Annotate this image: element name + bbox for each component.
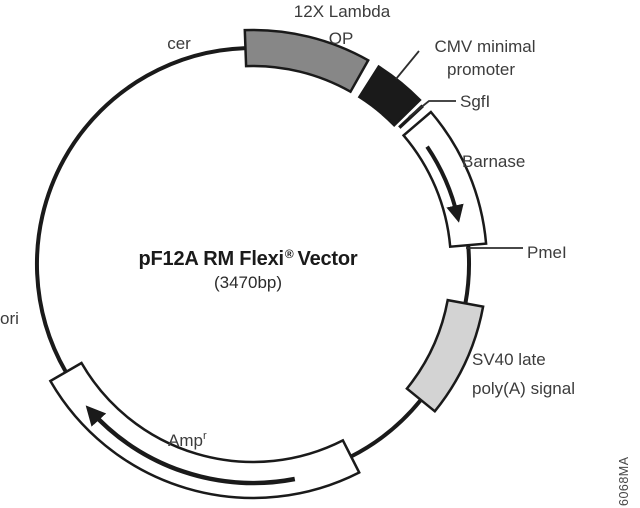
label-amp-r: Ampr — [168, 430, 207, 450]
segment-sv40-late-polya — [405, 298, 485, 414]
label-sgfi: SgfI — [460, 92, 490, 111]
vector-size: (3470bp) — [214, 273, 282, 292]
vector-title-rest: Vector — [298, 248, 358, 270]
barnase-direction-arrow — [425, 145, 464, 223]
label-amp-base: Amp — [168, 431, 203, 450]
amp-direction-arrow — [85, 405, 296, 486]
label-ori: ori — [0, 309, 19, 328]
label-sv40-line1: SV40 late — [472, 350, 546, 369]
segment-cmv-minimal-promoter — [357, 64, 422, 127]
label-12x-lambda-line1: 12X Lambda — [294, 2, 391, 21]
label-pmei: PmeI — [527, 243, 567, 262]
sgfi-leader-line — [408, 100, 456, 118]
segment-12x-lambda-op — [243, 28, 370, 94]
vector-title-main: pF12A RM Flexi — [139, 248, 284, 270]
figure-code: 6068MA — [617, 456, 631, 506]
vector-title: pF12A RM Flexi® Vector — [139, 247, 358, 270]
registered-trademark-symbol: ® — [285, 247, 294, 261]
backbone-arc-pmei-region — [463, 245, 471, 304]
label-cer: cer — [167, 34, 191, 53]
label-barnase: Barnase — [462, 152, 525, 171]
label-cmv-line1: CMV minimal — [434, 37, 535, 56]
label-amp-superscript: r — [203, 430, 207, 442]
backbone-arc-left-side — [35, 46, 246, 373]
cmv-leader-line — [395, 50, 420, 80]
label-12x-lambda-line2: OP — [329, 29, 354, 48]
segment-amp-r — [48, 361, 361, 500]
backbone-arc-sv40-to-amp — [350, 398, 423, 459]
label-sv40-line2: poly(A) signal — [472, 379, 575, 398]
label-cmv-line2: promoter — [447, 60, 515, 79]
